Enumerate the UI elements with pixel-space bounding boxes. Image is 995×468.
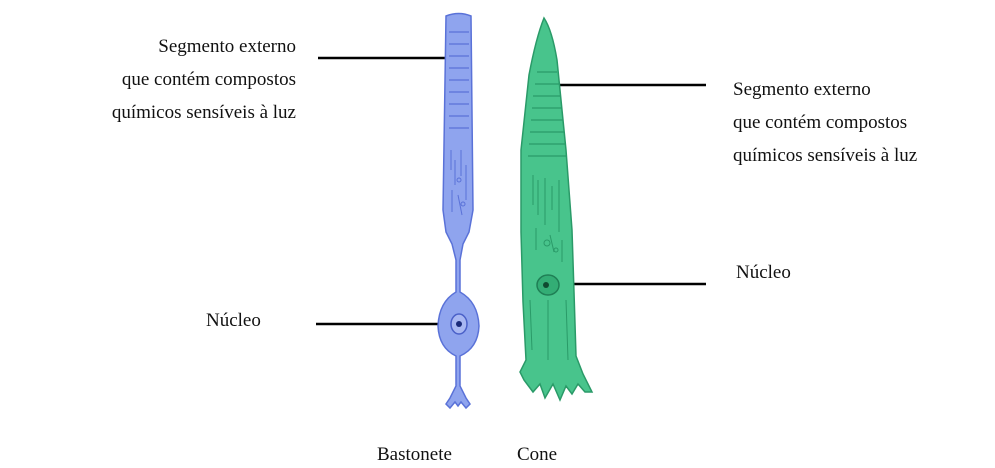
rod-caption: Bastonete <box>377 444 452 466</box>
rod-body <box>438 14 479 409</box>
rod-nucleolus <box>456 321 462 327</box>
cone-body <box>520 18 592 400</box>
cone-caption: Cone <box>517 444 557 466</box>
rod-cell <box>438 14 479 409</box>
cone-cell <box>520 18 592 400</box>
photoreceptor-diagram <box>0 0 995 440</box>
cone-nucleolus <box>543 282 549 288</box>
